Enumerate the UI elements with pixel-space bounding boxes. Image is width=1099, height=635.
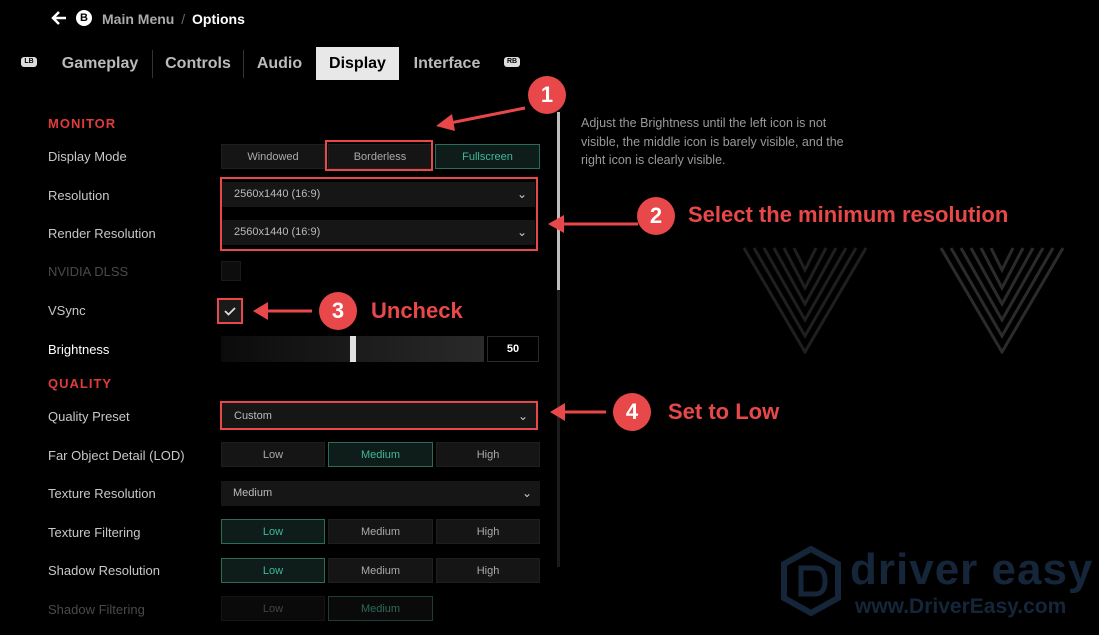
- section-monitor-heading: MONITOR: [48, 116, 117, 131]
- tab-divider: [243, 50, 244, 78]
- shadow-resolution-high-option[interactable]: High: [436, 558, 540, 583]
- far-object-detail-medium-option[interactable]: Medium: [328, 442, 433, 467]
- texture-resolution-label: Texture Resolution: [48, 486, 156, 501]
- brightness-slider-handle[interactable]: [350, 336, 356, 362]
- texture-filtering-high-option[interactable]: High: [436, 519, 540, 544]
- annotation-text-3: Uncheck: [371, 298, 463, 323]
- resolution-dropdown[interactable]: 2560x1440 (16:9) ⌄: [222, 182, 535, 207]
- annotation-step-1: 1: [528, 76, 566, 114]
- vsync-checkbox[interactable]: [217, 298, 243, 324]
- tab-divider: [152, 50, 153, 78]
- display-mode-label: Display Mode: [48, 149, 127, 164]
- annotation-highlight-borderless: [325, 140, 433, 171]
- texture-filtering-low-option[interactable]: Low: [221, 519, 325, 544]
- texture-resolution-value: Medium: [233, 487, 273, 499]
- brightness-test-icon-middle: [742, 246, 868, 359]
- texture-resolution-dropdown[interactable]: Medium ⌄: [221, 481, 540, 506]
- back-arrow-icon[interactable]: [50, 9, 68, 27]
- section-quality-heading: QUALITY: [48, 376, 113, 391]
- watermark-brand: driver easy: [850, 545, 1094, 594]
- breadcrumb-parent[interactable]: Main Menu: [102, 11, 175, 27]
- texture-filtering-label: Texture Filtering: [48, 525, 141, 540]
- resolution-label: Resolution: [48, 188, 110, 203]
- annotation-arrowhead-1: [436, 114, 455, 131]
- vsync-label: VSync: [48, 303, 86, 318]
- annotation-text-2: Select the minimum resolution: [688, 202, 1009, 227]
- scrollbar-thumb[interactable]: [557, 112, 560, 290]
- watermark-url: www.DriverEasy.com: [855, 595, 1067, 618]
- far-object-detail-label: Far Object Detail (LOD): [48, 448, 185, 463]
- scrollbar-track[interactable]: [557, 112, 560, 567]
- brightness-label: Brightness: [48, 342, 110, 357]
- texture-filtering-medium-option[interactable]: Medium: [328, 519, 433, 544]
- nvidia-dlss-label: NVIDIA DLSS: [48, 264, 129, 279]
- tab-controls[interactable]: Controls: [165, 55, 231, 72]
- annotation-step-2: 2: [637, 197, 675, 235]
- tab-display[interactable]: Display: [316, 47, 399, 80]
- shadow-resolution-label: Shadow Resolution: [48, 563, 161, 578]
- annotation-step-4: 4: [613, 393, 651, 431]
- display-mode-fullscreen-option[interactable]: Fullscreen: [435, 144, 540, 169]
- quality-preset-dropdown[interactable]: Custom ⌄: [220, 401, 538, 430]
- shadow-resolution-low-option[interactable]: Low: [221, 558, 325, 583]
- brightness-value: 50: [506, 343, 520, 355]
- annotation-text-4: Set to Low: [668, 399, 780, 424]
- display-mode-borderless-option[interactable]: Borderless: [328, 144, 432, 169]
- tab-audio[interactable]: Audio: [256, 55, 303, 72]
- far-object-detail-low-option[interactable]: Low: [221, 442, 325, 467]
- chevron-down-icon: ⌄: [516, 187, 527, 201]
- display-mode-windowed-option[interactable]: Windowed: [221, 144, 325, 169]
- annotation-arrowhead-4: [550, 403, 565, 421]
- render-resolution-value: 2560x1440 (16:9): [234, 226, 321, 238]
- tab-interface[interactable]: Interface: [413, 55, 481, 72]
- b-button-icon: B: [76, 10, 92, 26]
- quality-preset-value: Custom: [234, 410, 272, 422]
- brightness-description: Adjust the Brightness until the left ico…: [581, 116, 844, 167]
- shadow-filtering-low-option[interactable]: Low: [221, 596, 325, 621]
- far-object-detail-high-option[interactable]: High: [436, 442, 540, 467]
- rb-bumper-icon: RB: [504, 57, 520, 67]
- chevron-down-icon: ⌄: [521, 486, 532, 500]
- resolution-value: 2560x1440 (16:9): [234, 188, 321, 200]
- driver-easy-logo-icon: [781, 545, 841, 621]
- breadcrumb-separator: /: [181, 11, 186, 27]
- brightness-slider[interactable]: [221, 336, 484, 362]
- shadow-resolution-medium-option[interactable]: Medium: [328, 558, 433, 583]
- breadcrumb-current: Options: [192, 11, 245, 27]
- shadow-filtering-medium-option[interactable]: Medium: [328, 596, 433, 621]
- annotation-arrow-1: [449, 106, 526, 125]
- annotation-highlight-resolution: [220, 177, 538, 251]
- chevron-down-icon: ⌄: [517, 409, 528, 423]
- annotation-arrowhead-3: [253, 302, 268, 320]
- checkmark-icon: [224, 307, 236, 316]
- breadcrumb: Main Menu / Options: [102, 11, 245, 27]
- render-resolution-dropdown[interactable]: 2560x1440 (16:9) ⌄: [222, 220, 535, 245]
- lb-bumper-icon: LB: [21, 57, 37, 67]
- chevron-down-icon: ⌄: [516, 225, 527, 239]
- quality-preset-label: Quality Preset: [48, 409, 130, 424]
- render-resolution-label: Render Resolution: [48, 226, 156, 241]
- tab-gameplay[interactable]: Gameplay: [61, 55, 139, 72]
- brightness-value-box[interactable]: 50: [487, 336, 539, 362]
- nvidia-dlss-checkbox: [221, 261, 241, 281]
- shadow-filtering-label: Shadow Filtering: [48, 602, 145, 617]
- brightness-test-icon-right: [939, 246, 1065, 359]
- annotation-step-3: 3: [319, 292, 357, 330]
- annotation-arrowhead-2: [548, 215, 564, 233]
